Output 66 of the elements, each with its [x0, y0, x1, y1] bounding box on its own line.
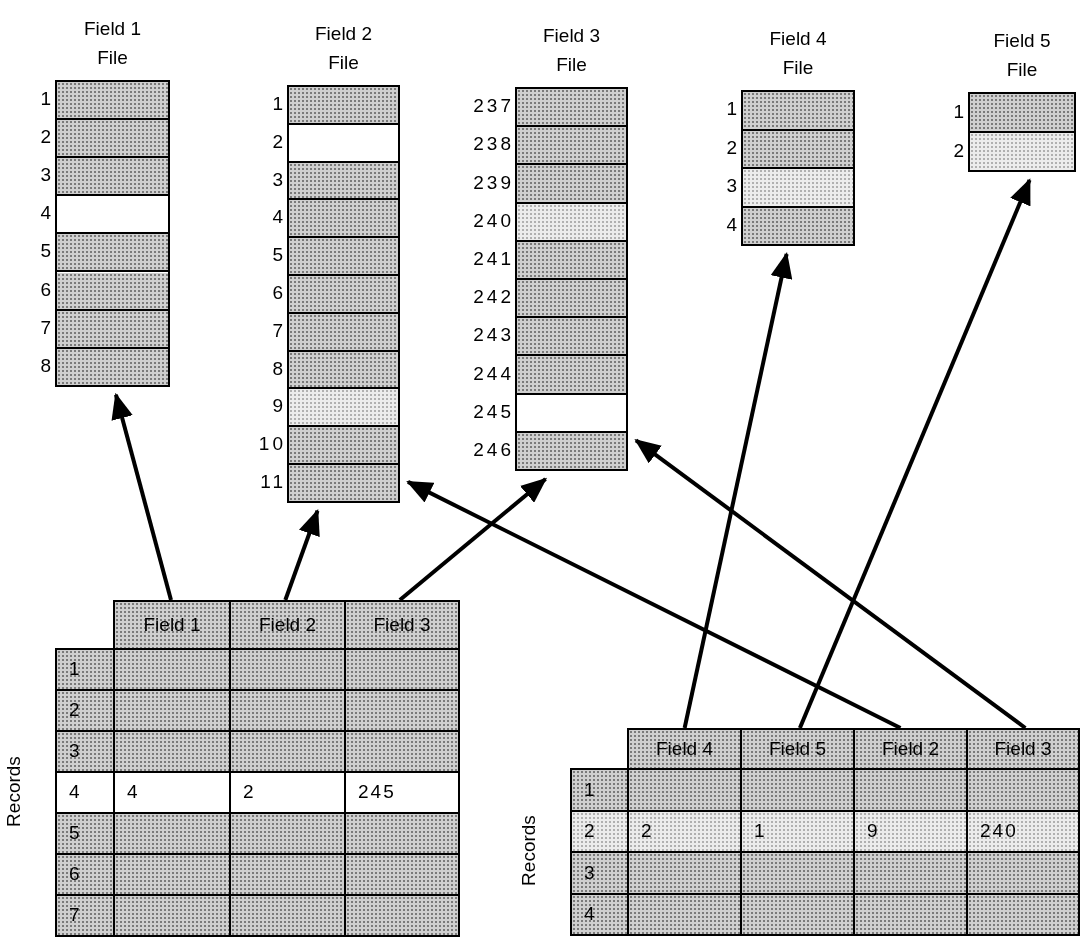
arrow: [398, 477, 548, 602]
table-cell: 2: [55, 689, 115, 732]
row-number: 243: [473, 325, 514, 345]
row-number: 237: [473, 96, 514, 116]
row-number: 1: [272, 93, 286, 113]
row-number: 2: [40, 127, 54, 147]
row-number: 244: [473, 363, 514, 383]
arrow: [634, 438, 1027, 730]
arrow: [406, 480, 902, 730]
row-number: 4: [726, 214, 740, 234]
table-cell: 4: [570, 892, 629, 936]
row-number: 8: [272, 358, 286, 378]
row-number: 9: [272, 396, 286, 416]
table-cell: 6: [55, 853, 115, 896]
row-number: 6: [40, 279, 54, 299]
row-number: 2: [726, 137, 740, 157]
column-header: Field 3: [966, 728, 1080, 770]
table-cell: 1: [55, 648, 115, 691]
row-number: 240: [473, 210, 514, 230]
file-heading: Field 5 File: [992, 29, 1052, 82]
row-number: 6: [272, 282, 286, 302]
row-number: 3: [726, 176, 740, 196]
row-number: 1: [40, 89, 54, 109]
row-number: 10: [258, 434, 286, 454]
row-number: 7: [272, 320, 286, 340]
table-cell: 3: [570, 851, 629, 895]
column-header: Field 1: [113, 600, 231, 650]
table-cell: 5: [55, 812, 115, 855]
row-number: 5: [272, 245, 286, 265]
column-header: Field 3: [344, 600, 460, 650]
arrow: [111, 392, 173, 601]
row-number: 239: [473, 172, 514, 192]
row-number: 2: [272, 131, 286, 151]
row-number: 3: [272, 169, 286, 189]
row-number: 245: [473, 401, 514, 421]
column-header: Field 5: [740, 728, 855, 770]
row-number: 3: [40, 165, 54, 185]
arrow: [798, 178, 1032, 729]
row-number: 4: [272, 207, 286, 227]
row-number: 4: [40, 203, 54, 223]
axis-label: Records: [3, 755, 23, 827]
row-number: 238: [473, 134, 514, 154]
file-heading: Field 1 File: [83, 17, 142, 70]
table-cell: 240: [966, 809, 1080, 853]
axis-label: Records: [518, 815, 538, 886]
row-number: 246: [473, 439, 514, 459]
row-number: 5: [40, 241, 54, 261]
table-cell: 1: [570, 768, 629, 812]
file-heading: Field 3 File: [542, 24, 601, 77]
table-cell: 3: [55, 730, 115, 773]
file-heading: Field 2 File: [314, 22, 373, 75]
table-cell: 7: [55, 894, 115, 937]
column-header: Field 2: [229, 600, 346, 650]
row-number: 2: [953, 140, 967, 160]
file-heading: Field 4 File: [768, 27, 828, 80]
arrow: [283, 508, 320, 601]
arrow: [682, 252, 793, 729]
row-number: 7: [40, 317, 54, 337]
row-number: 242: [473, 287, 514, 307]
row-number: 1: [726, 99, 740, 119]
column-header: Field 2: [853, 728, 968, 770]
row-number: 241: [473, 248, 514, 268]
column-header: Field 4: [627, 728, 742, 770]
row-number: 1: [953, 101, 967, 121]
row-number: 8: [40, 355, 54, 375]
row-number: 11: [260, 471, 286, 491]
